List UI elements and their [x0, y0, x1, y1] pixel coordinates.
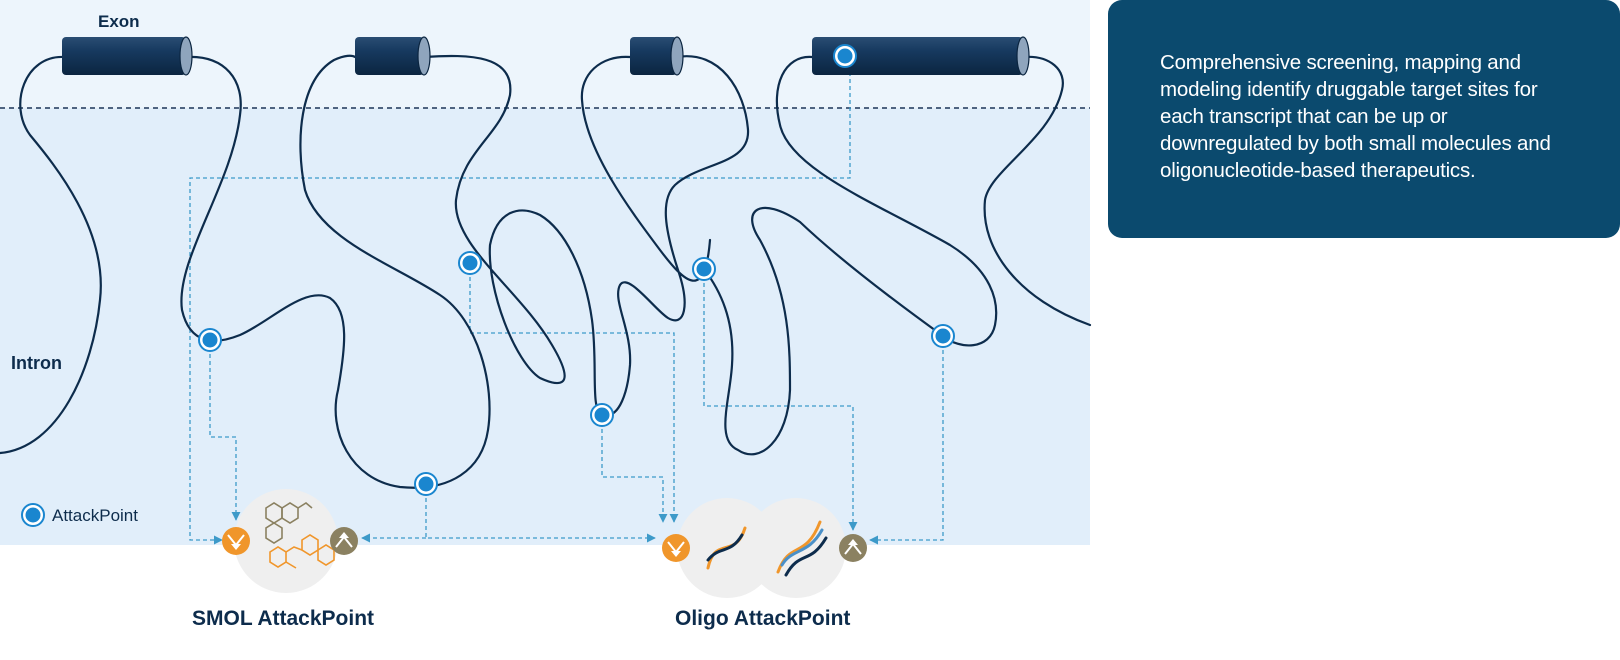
rna-strand: [0, 54, 1092, 489]
legend: AttackPoint: [21, 503, 138, 527]
attack-point-icon[interactable]: [198, 328, 222, 352]
attack-point-icon[interactable]: [833, 44, 857, 68]
connector-lines: [189, 58, 944, 545]
dna-helix-icon: [706, 520, 828, 577]
exon-label: Exon: [98, 12, 140, 31]
connector-ap4-oligo: [703, 269, 858, 531]
molecule-icon: [265, 502, 335, 569]
attack-point-icon[interactable]: [590, 403, 614, 427]
background: [0, 0, 1090, 545]
oligo-attackpoint: Oligo AttackPoint: [662, 498, 867, 630]
connector-ap2-oligo: [469, 263, 679, 523]
info-card: Comprehensive screening, mapping and mod…: [1108, 0, 1620, 238]
exon-cylinder: [62, 36, 193, 76]
oligo-title: Oligo AttackPoint: [675, 607, 850, 630]
connector-ap3-oligo: [601, 415, 668, 523]
exon-segments: [62, 36, 1030, 76]
intron-label: Intron: [11, 353, 62, 373]
attack-point-icon[interactable]: [458, 251, 482, 275]
oligo-disc-right: [746, 498, 846, 598]
attack-point-icon[interactable]: [414, 472, 438, 496]
exon-cylinder: [630, 36, 684, 76]
connector-ap6-oligo: [425, 484, 656, 543]
intron-zone: [0, 108, 1090, 545]
connector-exon-smol: [189, 58, 851, 545]
smol-title: SMOL AttackPoint: [192, 607, 374, 630]
downregulate-icon: [662, 534, 690, 562]
connector-ap5-oligo: [869, 336, 944, 545]
attack-point-icon[interactable]: [931, 324, 955, 348]
info-card-text: Comprehensive screening, mapping and mod…: [1160, 51, 1551, 182]
smol-attackpoint: SMOL AttackPoint: [192, 489, 374, 630]
upregulate-icon: [839, 534, 867, 562]
downregulate-icon: [222, 527, 250, 555]
attack-point-icon: [21, 503, 45, 527]
attack-points: [198, 44, 955, 496]
exon-cylinder: [355, 36, 431, 76]
exon-cylinder: [812, 36, 1030, 76]
attack-point-icon[interactable]: [692, 257, 716, 281]
upregulate-icon: [330, 527, 358, 555]
connector-ap1-smol: [209, 340, 241, 521]
molecule-disc: [234, 489, 338, 593]
legend-label: AttackPoint: [52, 506, 138, 525]
